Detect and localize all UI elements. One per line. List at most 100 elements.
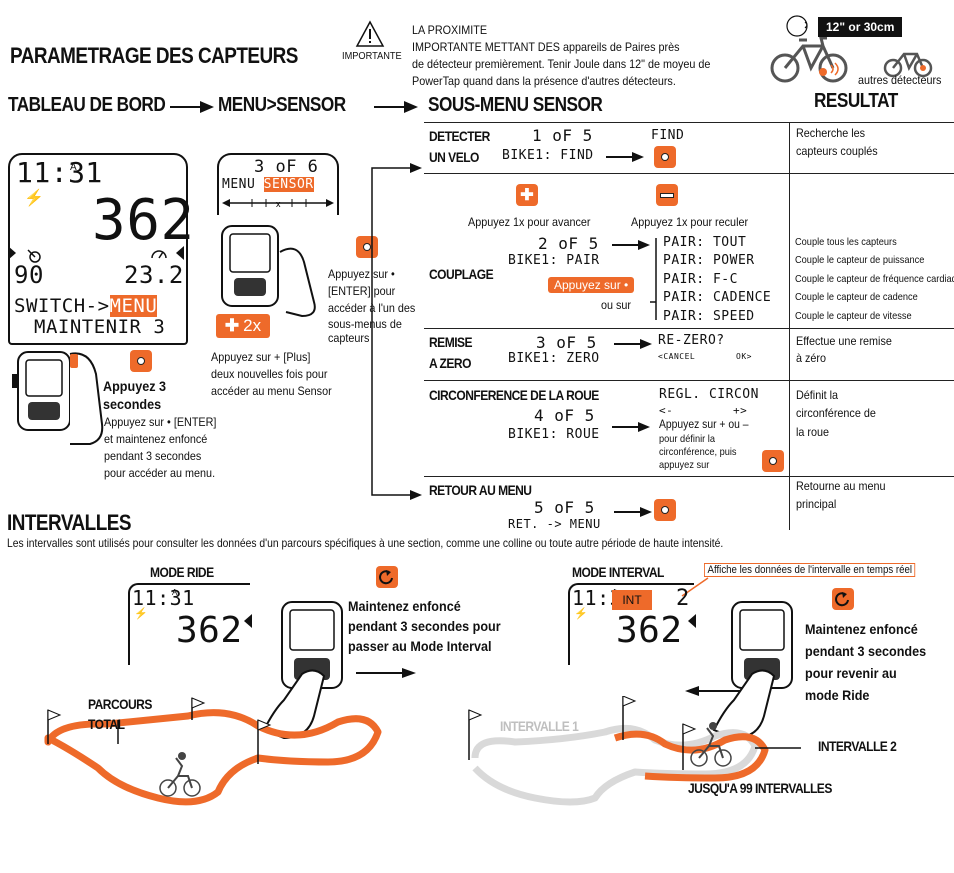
submenu-bracket — [366, 160, 426, 510]
plus-text-1: Appuyez sur + [Plus] — [211, 350, 311, 364]
pair-result: Couple le capteur de vitesse — [795, 309, 912, 322]
hold-to-ride-4: mode Ride — [805, 687, 870, 703]
minus-button-icon — [656, 184, 678, 206]
chevron-left-icon — [176, 246, 184, 265]
device-finger-illustration — [712, 600, 802, 745]
pair-result: Couple le capteur de cadence — [795, 291, 918, 304]
hold-to-interval-2: pendant 3 secondes pour — [348, 618, 501, 634]
interval-course-track — [455, 695, 815, 811]
detect-label-2: UN VELO — [429, 149, 479, 165]
other-sensors-label: autres détecteurs — [858, 73, 942, 87]
back-result-2: principal — [796, 497, 837, 511]
pair-result: Couple le capteur de fréquence cardiaque — [795, 272, 954, 285]
reset-label-2: A ZERO — [429, 355, 471, 371]
switch-menu-highlight: MENU — [109, 295, 158, 317]
dashboard-cadence: 90 — [14, 261, 44, 289]
pair-result: Couple tous les capteurs — [795, 236, 897, 248]
press-text-3: pendant 3 secondes — [104, 449, 202, 463]
row-separator — [424, 173, 954, 174]
hold-to-ride-3: pour revenir au — [805, 665, 897, 681]
arrow-icon — [606, 150, 644, 168]
device-hand-illustration — [10, 346, 110, 451]
menu-sensor-line: MENU SENSOR — [222, 177, 314, 192]
interval-mode-label: MODE INTERVAL — [572, 564, 664, 580]
proximity-text-3: PowerTap quand dans la présence d'autres… — [412, 74, 676, 88]
arrow-icon — [356, 666, 416, 684]
total-label-2: TOTAL — [88, 716, 125, 732]
circ-label: CIRCONFERENCE DE LA ROUE — [429, 387, 599, 403]
proximity-text-2: de détecteur premièrement. Tenir Joule d… — [412, 57, 711, 71]
detect-label-1: DETECTER — [429, 128, 490, 144]
intervals-description: Les intervalles sont utilisés pour consu… — [7, 536, 724, 550]
power-icon: ⚡ — [574, 608, 588, 620]
ride-power: 362 — [176, 610, 243, 651]
hold-to-ride-1: Maintenez enfoncé — [805, 621, 918, 637]
mode-button-icon — [832, 588, 854, 610]
chevron-right-icon — [8, 246, 16, 265]
arrow-icon — [614, 505, 652, 523]
pairing-options: PAIR: TOUT PAIR: POWER PAIR: F-C PAIR: C… — [663, 234, 771, 326]
nav-back-label: Appuyez 1x pour reculer — [631, 215, 749, 229]
circ-counter: 4 oF 5 — [534, 406, 595, 425]
plus-button-icon: ✚ — [516, 184, 538, 206]
plus-text-3: accéder au menu Sensor — [211, 384, 332, 398]
plus-icon: ✚ — [224, 316, 240, 335]
flow-step-menu-sensor: MENU>SENSOR — [218, 94, 346, 116]
intervals-title: INTERVALLES — [7, 510, 131, 535]
int-number: 2 — [676, 586, 690, 611]
menu-lcd — [217, 153, 339, 215]
pairing-bike: BIKE1: PAIR — [508, 253, 600, 268]
hold-to-interval: Maintenez enfoncé pendant 3 secondes pou… — [348, 596, 501, 656]
interval-2-label: INTERVALLE 2 — [818, 738, 897, 754]
enter-text-4: sous-menus de — [328, 317, 402, 331]
speed-icon — [150, 246, 168, 265]
max-intervals-label: JUSQU'A 99 INTERVALLES — [688, 780, 832, 796]
enter-text-5: capteurs — [328, 331, 370, 345]
hold-to-ride-2: pendant 3 secondes — [805, 643, 927, 659]
detect-result-1: Recherche les — [796, 126, 866, 140]
proximity-text-1: IMPORTANTE METTANT DES appareils de Pair… — [412, 40, 680, 54]
pair-option: PAIR: TOUT — [663, 235, 747, 250]
svg-text:x: x — [276, 199, 281, 209]
warning-icon — [355, 20, 385, 53]
ride-mode-label: MODE RIDE — [150, 564, 214, 580]
callout-pointer — [680, 576, 710, 603]
chevron-left-icon — [688, 614, 696, 633]
dashboard-time: 11:31 — [16, 156, 103, 189]
sensor-highlight: SENSOR — [263, 177, 314, 192]
arrow-icon — [170, 100, 214, 119]
pairing-bracket — [646, 234, 670, 329]
circ-result-1: Définit la — [796, 388, 839, 402]
flow-step-dashboard: TABLEAU DE BORD — [8, 94, 166, 116]
pair-option: PAIR: POWER — [663, 253, 755, 269]
press-3s-label: Appuyez 3 secondes — [103, 378, 167, 412]
reset-counter: 3 oF 5 — [536, 333, 597, 352]
pairing-or-label: ou sur — [601, 298, 632, 312]
ride-time-suffix: A — [172, 588, 178, 597]
flow-step-submenu: SOUS-MENU SENSOR — [428, 94, 603, 116]
back-line: RET. -> MENU — [508, 517, 601, 531]
hold-to-interval-1: Maintenez enfoncé — [348, 598, 461, 614]
interval-callout: Affiche les données de l'intervalle en t… — [704, 563, 916, 577]
reset-bike: BIKE1: ZERO — [508, 351, 600, 366]
circ-hint-2: pour définir la — [659, 433, 715, 445]
press-text-1: Appuyez sur • [ENTER] — [104, 415, 217, 429]
press-text-4: pour accéder au menu. — [104, 466, 216, 480]
reset-cancel: <CANCEL — [658, 352, 696, 361]
circ-hint-3: circonférence, puis — [659, 446, 737, 458]
enter-text-1: Appuyez sur • — [328, 267, 395, 281]
reset-result-2: à zéro — [796, 351, 827, 365]
menu-counter: 3 oF 6 — [254, 157, 319, 177]
press-text-2: et maintenez enfoncé — [104, 432, 208, 446]
reset-label-1: REMISE — [429, 334, 473, 350]
hold-to-interval-3: passer au Mode Interval — [348, 638, 492, 654]
plus-badge-count: 2x — [243, 316, 262, 335]
distance-badge: 12" or 30cm — [818, 17, 903, 37]
interval-1-label: INTERVALLE 1 — [500, 718, 579, 734]
circ-result-2: circonférence de — [796, 406, 876, 420]
arrow-icon — [374, 100, 418, 119]
power-icon: ⚡ — [24, 190, 44, 207]
plus-text-2: deux nouvelles fois pour — [211, 367, 328, 381]
plus-2x-badge: ✚2x — [216, 314, 270, 338]
device-finger-illustration — [262, 600, 352, 745]
